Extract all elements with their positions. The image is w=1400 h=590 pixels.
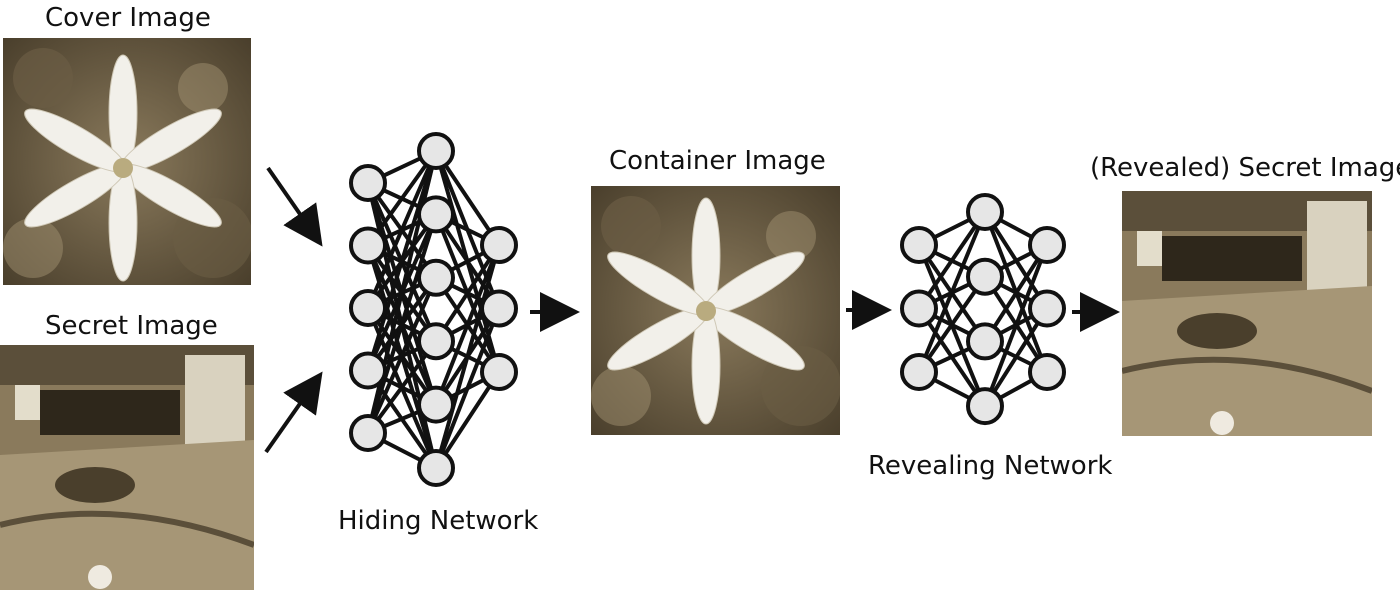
revealing-network-edge xyxy=(917,211,987,373)
hiding-network-node-layer-1 xyxy=(349,351,387,390)
revealing-network-node-layer-3 xyxy=(1028,289,1066,328)
hiding-network-edge xyxy=(366,340,438,435)
revealing-network-label: Revealing Network xyxy=(868,451,1113,481)
hiding-network-node-layer-1 xyxy=(349,289,387,327)
hiding-network-node-layer-2 xyxy=(417,449,455,487)
revealing-network-edge xyxy=(917,275,987,374)
cover-image xyxy=(3,38,251,285)
container-image-label: Container Image xyxy=(609,146,826,176)
hiding-network-edge xyxy=(366,150,438,434)
hiding-network-node-layer-2 xyxy=(417,132,455,170)
hiding-network-node-layer-3 xyxy=(480,226,518,264)
revealing-network-node-layer-2 xyxy=(966,322,1004,361)
hiding-network-edge xyxy=(434,370,501,470)
revealed-secret-image xyxy=(1122,191,1372,436)
hiding-network-edge xyxy=(366,150,438,372)
container-image xyxy=(591,186,840,435)
hiding-network-node-layer-2 xyxy=(417,195,455,234)
cover-image-label: Cover Image xyxy=(45,3,211,33)
revealing-network-edge xyxy=(917,210,987,310)
hiding-network-label: Hiding Network xyxy=(338,506,539,536)
hiding-network-node-layer-2 xyxy=(417,322,455,361)
revealing-network-node-layer-2 xyxy=(966,193,1004,231)
hiding-network-node-layer-2 xyxy=(417,258,455,297)
hiding-network-node-layer-1 xyxy=(349,414,387,452)
revealing-network-node-layer-1 xyxy=(900,353,938,391)
revealed-secret-image-label: (Revealed) Secret Image xyxy=(1090,153,1400,183)
arrow-cover-to-hiding xyxy=(266,166,323,247)
hiding-network-node-layer-1 xyxy=(349,226,387,265)
revealing-network-node-layer-1 xyxy=(900,289,938,328)
hiding-network-edge xyxy=(366,213,438,434)
arrow-secret-to-hiding xyxy=(264,371,323,454)
revealing-network-node-layer-2 xyxy=(966,257,1004,296)
arrows xyxy=(264,166,1120,454)
hiding-network-edge xyxy=(434,244,501,469)
hiding-network-edge xyxy=(434,307,501,469)
secret-image xyxy=(0,345,254,590)
revealing-network-edge xyxy=(983,243,1049,343)
revealing-network xyxy=(900,193,1066,426)
hiding-network xyxy=(349,132,518,487)
hiding-network-node-layer-3 xyxy=(480,289,518,328)
hiding-network-edge xyxy=(366,150,438,309)
hiding-network-edge xyxy=(434,243,501,343)
hiding-network-edge xyxy=(434,244,501,406)
secret-image-label: Secret Image xyxy=(45,311,218,341)
revealing-network-node-layer-3 xyxy=(1028,226,1066,264)
revealing-network-edge xyxy=(983,244,1049,407)
revealing-network-edge xyxy=(983,307,1049,408)
hiding-network-node-layer-2 xyxy=(417,385,455,424)
revealing-network-node-layer-3 xyxy=(1028,353,1066,391)
hiding-network-node-layer-1 xyxy=(349,164,387,202)
revealing-network-node-layer-1 xyxy=(900,226,938,264)
hiding-network-node-layer-3 xyxy=(480,353,518,391)
hiding-network-edge xyxy=(366,149,438,247)
revealing-network-node-layer-2 xyxy=(966,387,1004,426)
hiding-network-edge xyxy=(366,276,438,434)
